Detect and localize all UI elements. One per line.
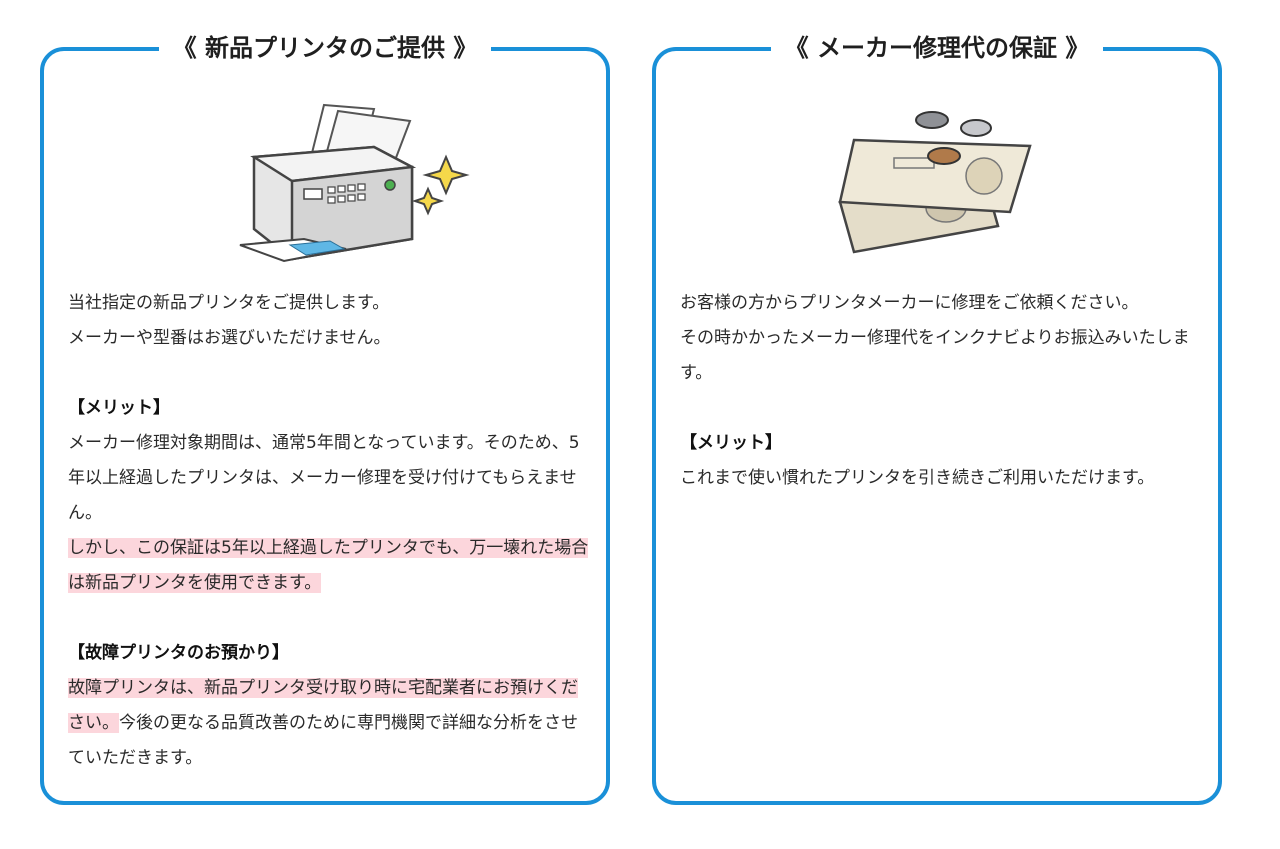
merit-highlight: しかし、この保証は5年以上経過したプリンタでも、万一壊れた場合は新品プリンタを使… [68, 538, 589, 593]
repair-cost-card-body: お客様の方からプリンタメーカーに修理をご依頼ください。 その時かかったメーカー修… [680, 286, 1204, 496]
new-printer-card: 《 新品プリンタのご提供 》 当社指定の新品プリンタをご提供します。 メーカーや… [40, 25, 610, 805]
merit-heading: 【メリット】 [680, 433, 782, 453]
intro-text: お客様の方からプリンタメーカーに修理をご依頼ください。 [680, 293, 1139, 313]
intro-line: メーカーや型番はお選びいただけません。 [68, 328, 391, 348]
merit-text: これまで使い慣れたプリンタを引き続きご利用いただけます。 [680, 468, 1155, 488]
new-printer-card-title: 《 新品プリンタのご提供 》 [158, 25, 492, 71]
new-printer-card-body: 当社指定の新品プリンタをご提供します。 メーカーや型番はお選びいただけません。 … [68, 286, 592, 776]
intro-text: その時かかったメーカー修理代をインクナビよりお振込みいたします。 [680, 328, 1190, 383]
merit-text: メーカー修理対象期間は、通常5年間となっています。そのため、5年以上経過したプリ… [68, 433, 580, 523]
merit-heading: 【メリット】 [68, 398, 170, 418]
printer-icon [239, 103, 470, 263]
repair-cost-card: 《 メーカー修理代の保証 》 お客様の方からプリンタメーカーに修理をご依頼くださ… [652, 25, 1222, 805]
repair-cost-card-title: 《 メーカー修理代の保証 》 [770, 25, 1104, 71]
intro-line: 当社指定の新品プリンタをご提供します。 [68, 293, 390, 313]
money-icon [838, 111, 1032, 254]
custody-text: 今後の更なる品質改善のために専門機関で詳細な分析をさせていただきます。 [68, 713, 578, 768]
custody-heading: 【故障プリンタのお預かり】 [68, 643, 289, 663]
